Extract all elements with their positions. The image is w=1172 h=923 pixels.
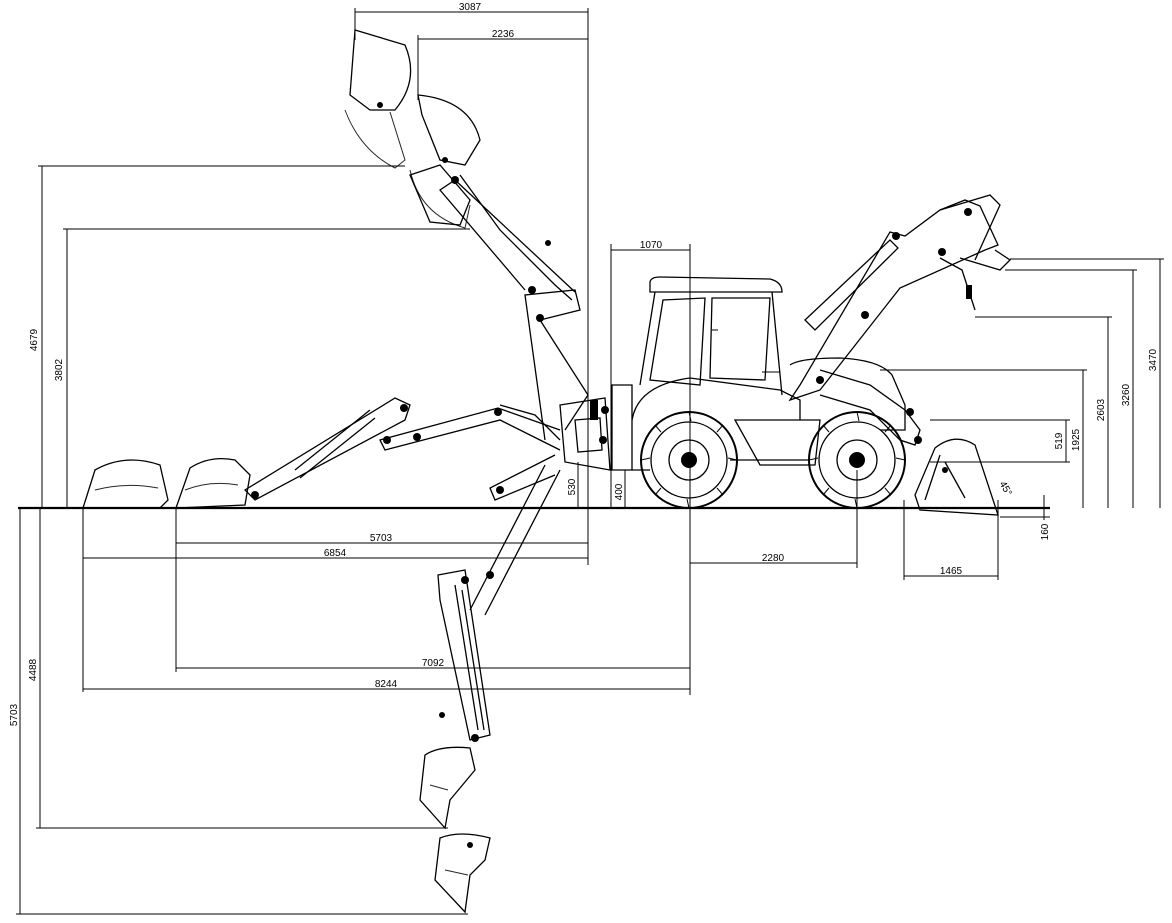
dim-6854: 6854	[324, 548, 347, 559]
dim-2236: 2236	[492, 29, 515, 40]
dim-530: 530	[567, 478, 578, 495]
dim-3087: 3087	[459, 2, 482, 13]
bucket-dig-1	[419, 746, 476, 830]
bucket-raised-2	[417, 94, 481, 166]
dim-1465: 1465	[940, 566, 963, 577]
cab-roof	[649, 276, 783, 293]
bucket-ground-1	[175, 457, 251, 509]
dimension-labels: 3087 2236 1070 4679 3802 530 400 5703 68…	[9, 2, 1159, 726]
dim-5703-depth: 5703	[9, 703, 20, 726]
dim-519: 519	[1054, 432, 1065, 449]
body-outline	[631, 377, 801, 421]
tractor-body	[559, 276, 906, 509]
dim-2280: 2280	[762, 553, 785, 564]
dim-7092: 7092	[422, 658, 445, 669]
backhoe-raised-position	[344, 29, 589, 441]
dim-2603: 2603	[1096, 398, 1107, 421]
backhoe-ground-position	[82, 397, 561, 509]
boom-dig	[489, 454, 556, 501]
dipper-dig	[437, 569, 491, 741]
dim-4488: 4488	[28, 658, 39, 681]
backhoe-dig-position	[419, 454, 561, 914]
dipper-ground	[243, 397, 411, 501]
dim-3470: 3470	[1148, 348, 1159, 371]
dim-3802: 3802	[54, 358, 65, 381]
front-loader	[788, 194, 1012, 516]
dim-angle-45: 45°	[997, 479, 1014, 498]
bucket-raised-3	[409, 164, 471, 226]
dim-160: 160	[1040, 523, 1051, 540]
cab-frame	[639, 291, 783, 396]
dim-4679: 4679	[29, 328, 40, 351]
boom-ground	[379, 407, 561, 451]
dim-1070: 1070	[640, 240, 663, 251]
front-bucket	[914, 438, 999, 516]
dim-1925: 1925	[1071, 428, 1082, 451]
dim-3260: 3260	[1121, 383, 1132, 406]
dim-400: 400	[614, 483, 625, 500]
loader-arm-raised	[788, 199, 999, 402]
cab-door	[709, 297, 771, 381]
dimension-lines	[16, 8, 1164, 915]
bucket-ground-2	[82, 459, 169, 509]
dim-8244: 8244	[375, 679, 398, 690]
bucket-dig-2	[434, 833, 491, 914]
bucket-raised-1	[349, 29, 412, 111]
boom-raised	[524, 289, 589, 441]
dim-5703-reach: 5703	[370, 533, 393, 544]
